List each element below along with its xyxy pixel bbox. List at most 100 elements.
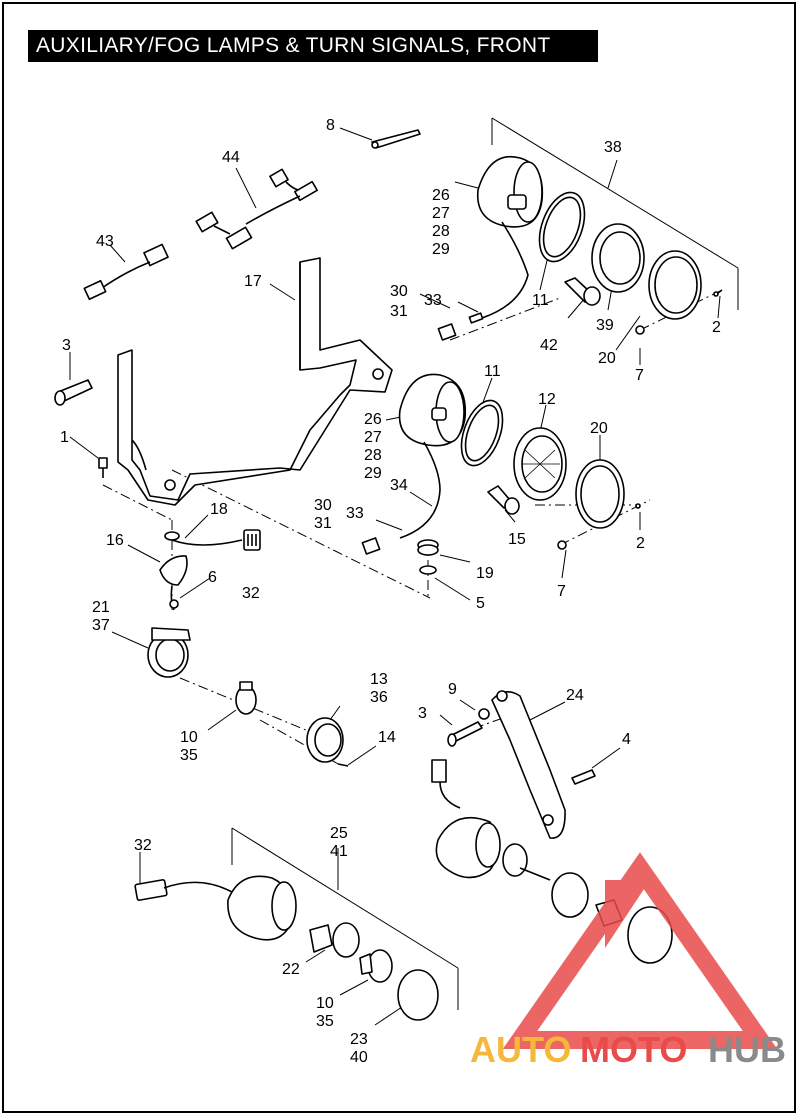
- callout: 30: [314, 497, 332, 514]
- upper-bulb-42: [564, 277, 601, 306]
- lamp-ring-21: [147, 627, 191, 678]
- lens-23: [397, 969, 439, 1021]
- callout: 10: [180, 729, 198, 746]
- bracket-24: [491, 690, 566, 839]
- callout: 11: [484, 363, 501, 380]
- bolt-3b: [447, 721, 483, 747]
- middle-lamp-housing: [398, 373, 467, 539]
- watermark-hub: HUB: [708, 1029, 786, 1070]
- callout: 26: [432, 187, 450, 204]
- callout: 10: [316, 995, 334, 1012]
- callout: 21: [92, 599, 110, 616]
- pin-part: [371, 129, 421, 149]
- washer-9: [478, 708, 490, 720]
- callout: 41: [330, 843, 348, 860]
- callout: 19: [476, 565, 494, 582]
- callout: 43: [96, 233, 114, 250]
- nut-6: [169, 599, 179, 609]
- callout: 39: [596, 317, 614, 334]
- connector-32b: [134, 879, 233, 901]
- callout: 26: [364, 411, 382, 428]
- callout: 24: [566, 687, 584, 704]
- watermark-logo: [502, 852, 778, 1049]
- callout: 7: [635, 367, 644, 384]
- mount-bracket-17: [117, 257, 393, 506]
- callout: 15: [508, 531, 526, 548]
- callout: 8: [326, 117, 335, 134]
- callout: 14: [378, 729, 396, 746]
- callout: 38: [604, 139, 622, 156]
- callout: 44: [222, 149, 240, 166]
- callout: 7: [557, 583, 566, 600]
- screw-2b: [635, 503, 641, 509]
- callout: 3: [418, 705, 427, 722]
- screw-14: [337, 763, 349, 767]
- callout: 2: [636, 535, 645, 552]
- watermark-auto: AUTO: [470, 1029, 571, 1070]
- callout: 12: [538, 391, 556, 408]
- page-title: AUXILIARY/FOG LAMPS & TURN SIGNALS, FRON…: [36, 34, 551, 57]
- nut-7a: [635, 325, 645, 335]
- middle-bulb-15: [487, 485, 520, 515]
- callout: 40: [350, 1049, 368, 1066]
- callout: 31: [314, 515, 332, 532]
- bulb-10b: [359, 949, 393, 983]
- callout: 6: [208, 569, 217, 586]
- watermark-moto: MOTO: [580, 1029, 687, 1070]
- callout: 17: [244, 273, 262, 290]
- callout: 11: [532, 292, 549, 309]
- middle-trim-ring-20: [575, 459, 625, 529]
- upper-lens-39: [591, 223, 645, 293]
- callout: 29: [432, 241, 450, 258]
- upper-trim-ring-20: [648, 250, 702, 320]
- upper-gasket-11: [538, 191, 586, 263]
- callout: 33: [424, 292, 442, 309]
- callout: 28: [364, 447, 382, 464]
- callout: 2: [712, 319, 721, 336]
- nut-7b: [557, 540, 567, 550]
- callout: 3: [62, 337, 71, 354]
- socket-22: [309, 922, 360, 958]
- callout: 31: [390, 303, 408, 320]
- callout: 32: [134, 837, 152, 854]
- lens-13: [306, 717, 344, 763]
- callout: 20: [598, 350, 616, 367]
- callout: 27: [364, 429, 382, 446]
- upper-lamp-housing: [468, 156, 544, 324]
- callout: 20: [590, 420, 608, 437]
- screw-1: [98, 457, 108, 478]
- callout: 30: [390, 283, 408, 300]
- wire-16: [159, 539, 243, 611]
- upper-connector-30: [437, 323, 457, 341]
- bolt-4: [571, 769, 596, 785]
- harness-43: [83, 243, 169, 301]
- grommet-19: [417, 539, 439, 556]
- screw-2a: [713, 289, 723, 297]
- callout: 5: [476, 595, 485, 612]
- callout: 22: [282, 961, 300, 978]
- callout: 34: [390, 477, 408, 494]
- callout: 18: [210, 501, 228, 518]
- callout: 35: [180, 747, 198, 764]
- middle-lens-12: [513, 427, 567, 501]
- connector-32a: [243, 529, 261, 551]
- callout: 23: [350, 1031, 368, 1048]
- washer-5: [419, 565, 437, 575]
- callout: 9: [448, 681, 457, 698]
- callout: 33: [346, 505, 364, 522]
- callout: 27: [432, 205, 450, 222]
- middle-gasket-11: [460, 399, 504, 467]
- callout: 37: [92, 617, 110, 634]
- callout: 25: [330, 825, 348, 842]
- callout: 35: [316, 1013, 334, 1030]
- callout: 42: [540, 337, 558, 354]
- callout: 36: [370, 689, 388, 706]
- middle-connector-30: [361, 537, 381, 555]
- harness-44: [195, 168, 318, 250]
- callout: 13: [370, 671, 388, 688]
- callout: 4: [622, 731, 631, 748]
- bottom-signal-housing: [227, 875, 297, 941]
- callout: 16: [106, 532, 124, 549]
